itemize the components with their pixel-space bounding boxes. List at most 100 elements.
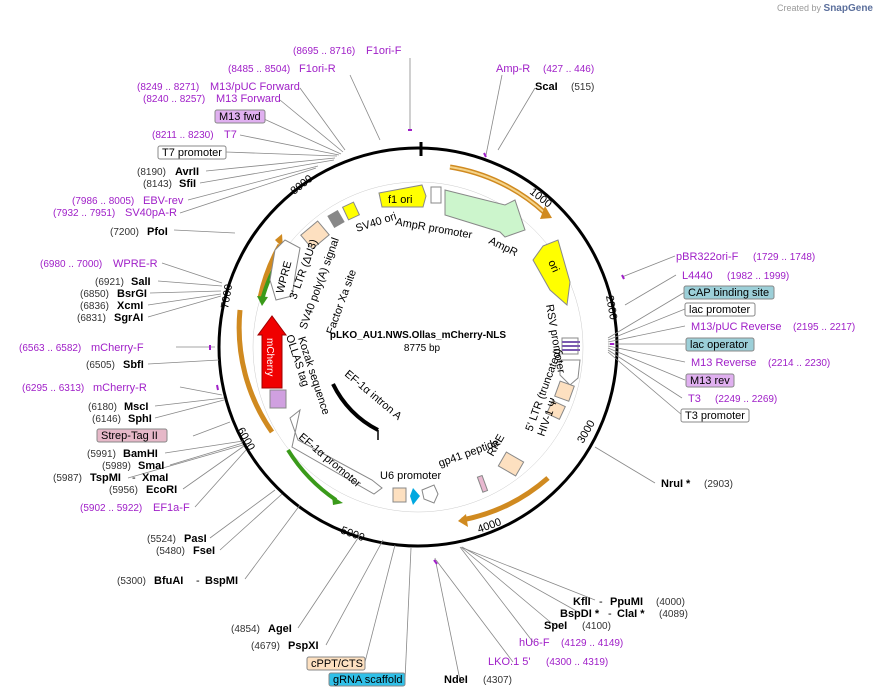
pspxi-coord: (4679) — [251, 641, 280, 652]
feature-ef1a-promoter[interactable] — [289, 408, 383, 495]
spei[interactable]: SpeI — [544, 620, 567, 632]
sfii[interactable]: SfiI — [179, 178, 196, 190]
cppt-box[interactable] — [306, 656, 366, 671]
kfli[interactable]: KflI — [573, 596, 591, 608]
feature-ampr[interactable] — [444, 189, 526, 238]
agei[interactable]: AgeI — [268, 623, 292, 635]
m13-fwd-box[interactable] — [214, 109, 266, 124]
m13-rev-box[interactable] — [685, 373, 735, 388]
bspmi[interactable]: BspMI — [205, 575, 238, 587]
bfuai-coord: (5300) — [117, 576, 146, 587]
amp-r[interactable]: Amp-R — [496, 63, 530, 75]
bsrgi[interactable]: BsrGI — [117, 288, 147, 300]
feature-ef1a-intron[interactable] — [331, 383, 379, 432]
avrii[interactable]: AvrII — [175, 166, 199, 178]
feature-sv40-ori[interactable] — [341, 201, 361, 221]
sgrai[interactable]: SgrAI — [114, 312, 143, 324]
sali[interactable]: SalI — [131, 276, 151, 288]
m13puc-rev[interactable]: M13/pUC Reverse — [691, 321, 781, 333]
tspmi[interactable]: TspMI — [90, 472, 121, 484]
t3[interactable]: T3 — [688, 393, 701, 405]
backbone-circle — [217, 146, 619, 548]
feature-sv40-polya[interactable] — [327, 209, 345, 229]
hu6-f[interactable]: hU6-F — [519, 637, 550, 649]
bamhi[interactable]: BamHI — [123, 448, 158, 460]
feature-f1-ori[interactable] — [378, 184, 427, 208]
feature-ori[interactable] — [532, 239, 571, 306]
feature-rsv-promoter[interactable] — [559, 359, 581, 386]
sv40pa-r[interactable]: SV40pA-R — [125, 207, 177, 219]
mcherry-r[interactable]: mCherry-R — [93, 382, 147, 394]
strep-tag-box[interactable] — [96, 428, 168, 443]
factor-xa-label: Factor Xa site — [325, 268, 359, 336]
svg-text:-: - — [608, 608, 612, 620]
f1ori-f-coord: (8695 .. 8716) — [293, 46, 355, 57]
mcherry-f[interactable]: mCherry-F — [91, 342, 144, 354]
ppumi[interactable]: PpuMI — [610, 596, 643, 608]
tick-8000: 8000 — [288, 173, 315, 198]
bfuai[interactable]: BfuAI — [154, 575, 183, 587]
msci[interactable]: MscI — [124, 401, 148, 413]
f1ori-r-coord: (8485 .. 8504) — [228, 64, 290, 75]
f1ori-f[interactable]: F1ori-F — [366, 45, 402, 57]
ef1a-f[interactable]: EF1a-F — [153, 502, 190, 514]
hu6-f-coord: (4129 .. 4149) — [561, 638, 623, 649]
feature-hiv-psi[interactable] — [546, 400, 566, 420]
l4440[interactable]: L4440 — [682, 270, 713, 282]
strep-tag: Strep-Tag II — [101, 430, 158, 442]
pasi[interactable]: PasI — [184, 533, 207, 545]
feature-cppt[interactable] — [392, 487, 407, 503]
clai[interactable]: ClaI * — [617, 608, 645, 620]
agei-coord: (4854) — [231, 624, 260, 635]
ecori[interactable]: EcoRI — [146, 484, 177, 496]
watermark-prefix: Created by — [776, 3, 822, 13]
ebv-rev[interactable]: EBV-rev — [143, 195, 184, 207]
f1ori-r[interactable]: F1ori-R — [299, 63, 336, 75]
wpre-r[interactable]: WPRE-R — [113, 258, 158, 270]
feature-3ltr[interactable] — [300, 220, 330, 250]
xmai[interactable]: XmaI — [142, 472, 168, 484]
t7-promoter-box[interactable] — [157, 145, 227, 160]
snapgene-watermark: Created by SnapGene — [777, 3, 873, 14]
ampr-label: AmpR — [487, 235, 520, 259]
sbfi[interactable]: SbfI — [123, 359, 144, 371]
m13-fwd-full[interactable]: M13 Forward — [216, 93, 281, 105]
pfoi[interactable]: PfoI — [147, 226, 168, 238]
pspxi[interactable]: PspXI — [288, 640, 319, 652]
t3-promoter-box[interactable] — [680, 408, 750, 423]
sphi[interactable]: SphI — [128, 413, 152, 425]
feature-rre[interactable] — [497, 451, 525, 477]
ndei[interactable]: NdeI — [444, 674, 468, 686]
grna-box[interactable] — [328, 672, 406, 687]
lac-operator-box[interactable] — [685, 337, 755, 352]
smai[interactable]: SmaI — [138, 460, 164, 472]
bspdi[interactable]: BspDI * — [560, 608, 600, 620]
fsei[interactable]: FseI — [193, 545, 215, 557]
cap-site-box[interactable] — [683, 285, 775, 300]
lac-promoter-box[interactable] — [684, 302, 756, 317]
mcherry-r-coord: (6295 .. 6313) — [22, 383, 84, 394]
feature-u6-promoter[interactable] — [421, 484, 439, 504]
nrui[interactable]: NruI * — [661, 478, 691, 490]
feature-5ltr[interactable] — [554, 380, 575, 402]
sv40-ori-label: SV40 ori — [354, 210, 398, 234]
pbr322ori-f[interactable]: pBR322ori-F — [676, 251, 739, 263]
feature-wpre[interactable] — [269, 239, 301, 301]
lko-r[interactable]: LKO.1 5' — [488, 656, 530, 668]
feature-ampr-promoter[interactable] — [430, 186, 442, 204]
feature-ollas-tag[interactable] — [269, 389, 287, 409]
m13puc-fwd[interactable]: M13/pUC Forward — [210, 81, 300, 93]
feature-mcherry[interactable] — [257, 315, 287, 389]
m13-reverse[interactable]: M13 Reverse — [691, 357, 756, 369]
lko-r-coord: (4300 .. 4319) — [546, 657, 608, 668]
pasi-coord: (5524) — [147, 534, 176, 545]
scai[interactable]: ScaI — [535, 81, 558, 93]
t7-promoter: T7 promoter — [162, 147, 222, 159]
svg-text:-: - — [196, 575, 200, 587]
xcmi-coord: (6836) — [80, 301, 109, 312]
t7[interactable]: T7 — [224, 129, 237, 141]
feature-grna-scaffold[interactable] — [410, 488, 420, 505]
feature-gp41[interactable] — [476, 474, 489, 493]
xcmi[interactable]: XcmI — [117, 300, 143, 312]
ppumi-coord: (4000) — [656, 597, 685, 608]
